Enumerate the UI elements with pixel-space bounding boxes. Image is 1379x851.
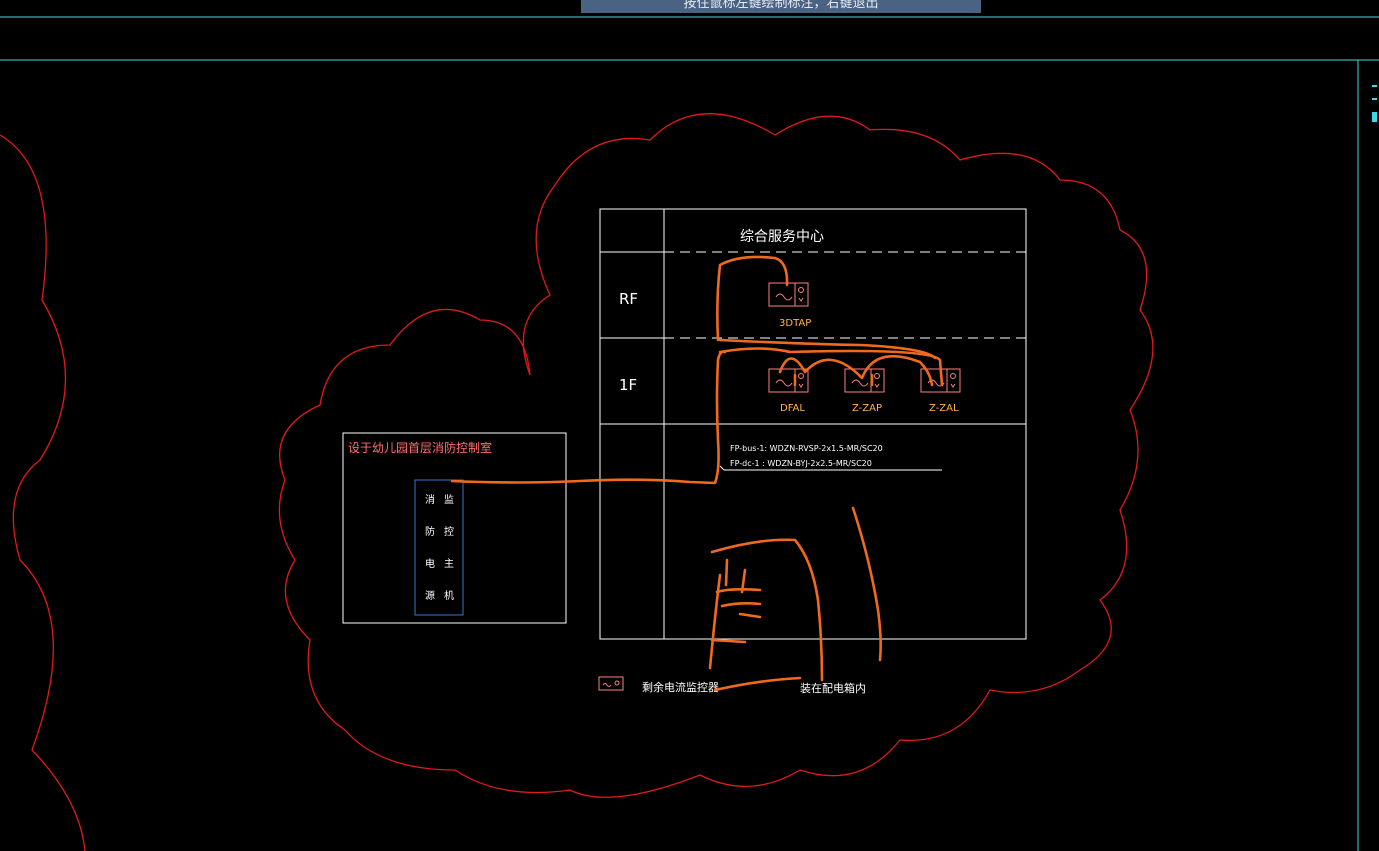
fire-host-box bbox=[414, 479, 464, 616]
revision-cloud-main bbox=[278, 113, 1154, 798]
floor-label-1f: 1F bbox=[619, 376, 637, 394]
legend-label: 剩余电流监控器 bbox=[642, 680, 719, 694]
host-char: 防 bbox=[425, 525, 435, 538]
device-label: DFAL bbox=[780, 403, 805, 414]
fire-control-room[interactable]: 设于幼儿园首层消防控制室 消 防 电 源 监 控 主 机 bbox=[342, 432, 567, 624]
host-char: 监 bbox=[444, 493, 454, 506]
device-label: Z-ZAP bbox=[852, 403, 882, 414]
revision-cloud-left bbox=[0, 134, 86, 851]
host-char: 源 bbox=[425, 589, 435, 602]
legend-note: 装在配电箱内 bbox=[800, 681, 866, 695]
control-room-title: 设于幼儿园首层消防控制室 bbox=[348, 440, 492, 455]
building-title: 综合服务中心 bbox=[740, 229, 824, 245]
host-char: 电 bbox=[425, 557, 435, 570]
sheet-edge-marks bbox=[1372, 85, 1377, 122]
floor-label-rf: RF bbox=[619, 290, 638, 308]
device-3dtap[interactable]: 3DTAP bbox=[768, 282, 811, 329]
diagram-frame bbox=[599, 208, 1027, 640]
host-char: 主 bbox=[444, 558, 454, 570]
device-z-zap[interactable]: Z-ZAP bbox=[844, 368, 885, 414]
monitor-device-icon bbox=[768, 282, 809, 307]
host-char: 消 bbox=[425, 493, 435, 506]
host-char: 机 bbox=[444, 589, 454, 602]
cable-spec-bus: FP-bus-1: WDZN-RVSP-2x1.5-MR/SC20 bbox=[730, 444, 883, 453]
control-room-box bbox=[342, 432, 567, 624]
legend: 剩余电流监控器 装在配电箱内 bbox=[598, 676, 866, 695]
markup-annotations bbox=[450, 255, 944, 692]
device-dfal[interactable]: DFAL bbox=[768, 368, 809, 414]
device-label: 3DTAP bbox=[779, 318, 811, 329]
monitor-device-icon bbox=[768, 368, 809, 393]
sheet-border bbox=[0, 16, 1379, 851]
host-char: 控 bbox=[444, 525, 454, 538]
device-label: Z-ZAL bbox=[929, 403, 959, 414]
cable-spec-dc: FP-dc-1 : WDZN-BYJ-2x2.5-MR/SC20 bbox=[730, 459, 872, 468]
legend-device-icon bbox=[598, 676, 624, 691]
hint-banner: 按住鼠标左键绘制标注，右键退出 bbox=[581, 0, 981, 13]
cable-leader bbox=[719, 465, 942, 471]
